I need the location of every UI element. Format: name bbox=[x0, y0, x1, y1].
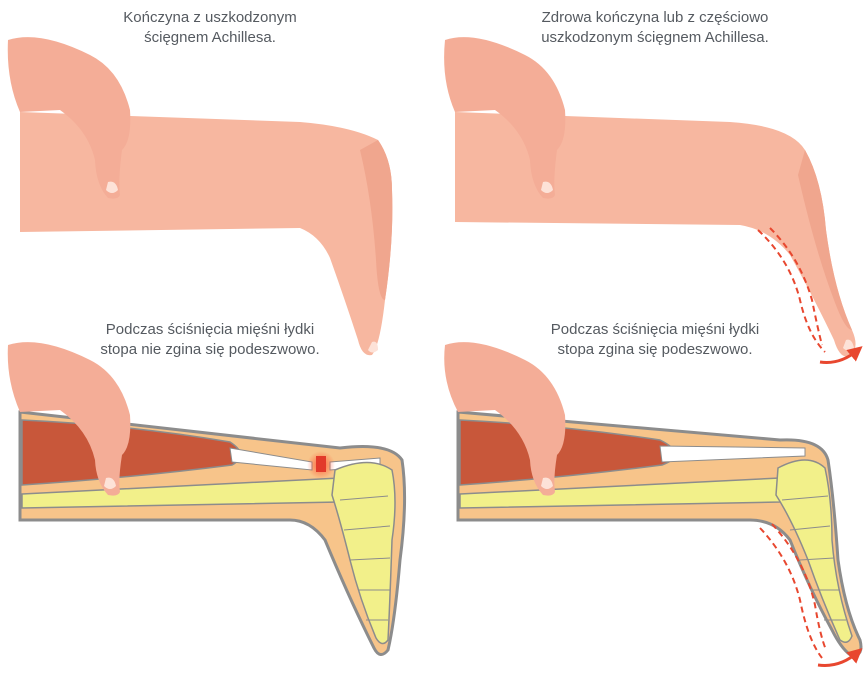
leg-skin bbox=[20, 112, 392, 355]
caption-no-plantar-flexion: Podczas ściśnięcia mięśni łydki stopa ni… bbox=[60, 320, 360, 360]
foot-bones bbox=[776, 460, 852, 642]
caption-ruptured-tendon: Kończyna z uszkodzonym ścięgnem Achilles… bbox=[60, 8, 360, 48]
caption-line: Zdrowa kończyna lub z częściowo bbox=[480, 8, 830, 28]
caption-plantar-flexion: Podczas ściśnięcia mięśni łydki stopa zg… bbox=[480, 320, 830, 360]
panel-bottom-left-section bbox=[8, 342, 405, 654]
caption-line: stopa zgina się podeszwowo. bbox=[480, 340, 830, 360]
caption-line: uszkodzonym ścięgnem Achillesa. bbox=[480, 28, 830, 48]
panel-top-left-leg bbox=[8, 37, 393, 355]
caption-healthy-tendon: Zdrowa kończyna lub z częściowo uszkodzo… bbox=[480, 8, 830, 48]
caption-line: stopa nie zgina się podeszwowo. bbox=[60, 340, 360, 360]
panel-bottom-right-section bbox=[444, 342, 861, 665]
panel-top-right-leg bbox=[444, 37, 858, 362]
caption-line: Kończyna z uszkodzonym bbox=[60, 8, 360, 28]
caption-line: Podczas ściśnięcia mięśni łydki bbox=[60, 320, 360, 340]
rupture-mark bbox=[316, 456, 326, 472]
caption-line: Podczas ściśnięcia mięśni łydki bbox=[480, 320, 830, 340]
caption-line: ścięgnem Achillesa. bbox=[60, 28, 360, 48]
